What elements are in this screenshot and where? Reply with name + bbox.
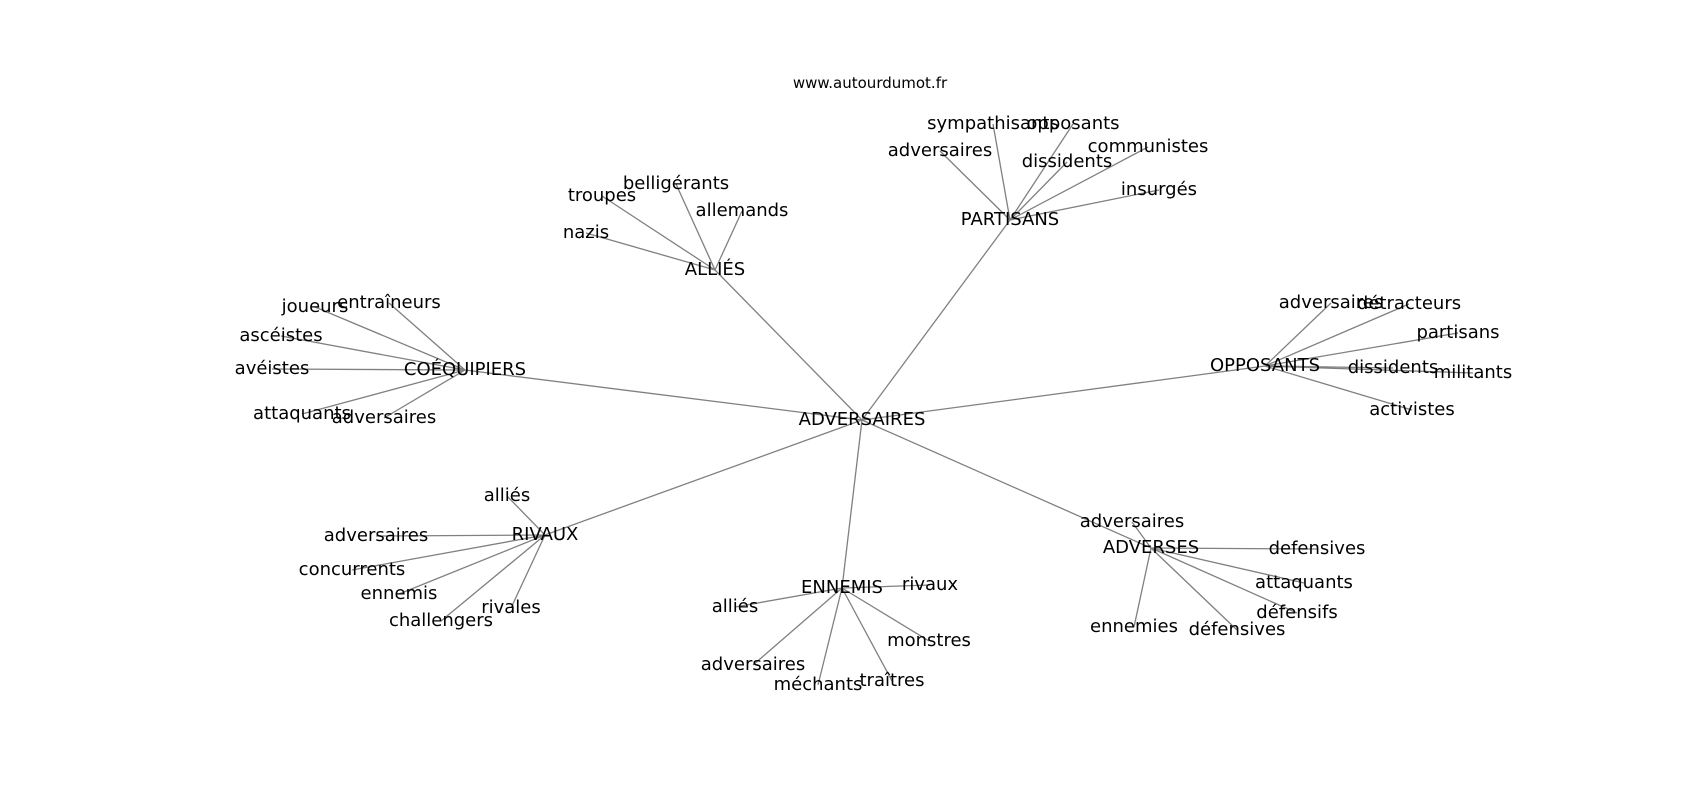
edge-ennemis-leaf — [817, 587, 843, 686]
edge-adverses-leaf — [1133, 547, 1152, 628]
edge-adverses-leaf — [1150, 547, 1298, 614]
edge-center-allies — [714, 269, 863, 421]
leaf-label: alliés — [484, 485, 531, 506]
edge-rivaux-leaf — [375, 534, 546, 537]
edge-coequipiers-leaf — [271, 368, 466, 371]
cluster-node-label-rivaux: RIVAUX — [512, 524, 579, 545]
edge-adverses-leaf — [1131, 521, 1152, 549]
cluster-node-label-partisans: PARTISANS — [961, 209, 1059, 230]
edge-partisans-leaf — [1009, 123, 1074, 221]
leaf-label: militants — [1434, 362, 1512, 383]
edge-adverses-leaf — [1150, 547, 1305, 584]
center-node-label: ADVERSAIRES — [799, 409, 926, 430]
cluster-node-label-allies: ALLIÉS — [685, 258, 745, 280]
edge-center-adverses — [861, 419, 1152, 549]
leaf-label: dissidents — [1022, 151, 1113, 172]
edge-rivaux-leaf — [506, 495, 546, 536]
cluster-node-label-adverses: ADVERSES — [1103, 537, 1199, 558]
edge-ennemis-leaf — [841, 587, 930, 642]
leaf-label: méchants — [774, 674, 863, 695]
edge-rivaux-leaf — [398, 534, 546, 595]
edge-center-partisans — [861, 219, 1011, 421]
leaf-label: nazis — [563, 222, 609, 243]
edge-partisans-leaf — [1009, 161, 1068, 221]
leaf-label: alliés — [712, 596, 759, 617]
labels-layer: www.autourdumot.fr ADVERSAIRES belligéra… — [235, 74, 1513, 695]
leaf-label: partisans — [1416, 322, 1499, 343]
leaf-label: ennemis — [361, 583, 438, 604]
cluster-node-label-coequipiers: COÉQUIPIERS — [404, 358, 526, 380]
leaf-label: rivaux — [902, 574, 958, 595]
edge-coequipiers-leaf — [280, 335, 466, 371]
edge-center-coequipiers — [464, 369, 863, 421]
leaf-label: attaquants — [253, 403, 351, 424]
edge-rivaux-leaf — [351, 534, 546, 571]
cluster-node-label-opposants: OPPOSANTS — [1210, 355, 1320, 376]
leaf-label: adversaires — [324, 525, 428, 546]
leaf-label: détracteurs — [1357, 293, 1461, 314]
edge-coequipiers-leaf — [301, 369, 466, 415]
leaf-label: adversaires — [332, 407, 436, 428]
edge-center-opposants — [861, 365, 1266, 421]
edge-coequipiers-leaf — [383, 369, 466, 419]
edge-partisans-leaf — [1009, 189, 1160, 221]
leaf-label: troupes — [568, 185, 636, 206]
edge-adverses-leaf — [1150, 547, 1238, 631]
leaf-label: défensives — [1189, 619, 1286, 640]
edge-ennemis-leaf — [841, 584, 931, 589]
edge-ennemis-leaf — [734, 587, 843, 608]
edge-center-rivaux — [544, 419, 863, 536]
leaf-label: allemands — [696, 200, 789, 221]
leaf-label: belligérants — [623, 173, 729, 194]
edge-ennemis-leaf — [752, 587, 843, 666]
leaf-label: challengers — [389, 610, 493, 631]
leaf-label: joueurs — [281, 296, 349, 317]
edge-rivaux-leaf — [510, 534, 546, 609]
edges-layer — [271, 123, 1474, 686]
edge-opposants-leaf — [1264, 365, 1474, 374]
leaf-label: dissidents — [1348, 357, 1439, 378]
edge-coequipiers-leaf — [388, 302, 466, 371]
leaf-label: sympathisants — [927, 113, 1059, 134]
edge-opposants-leaf — [1264, 365, 1413, 411]
leaf-label: insurgés — [1121, 179, 1197, 200]
leaf-label: concurrents — [299, 559, 406, 580]
leaf-label: traîtres — [859, 670, 924, 691]
leaf-label: adversaires — [701, 654, 805, 675]
leaf-label: adversaires — [1080, 511, 1184, 532]
edge-allies-leaf — [601, 195, 716, 271]
edge-opposants-leaf — [1264, 332, 1459, 367]
leaf-label: ascéistes — [239, 325, 322, 346]
edge-partisans-leaf — [939, 150, 1011, 221]
edge-opposants-leaf — [1264, 302, 1332, 367]
leaf-label: adversaires — [888, 140, 992, 161]
leaf-label: ennemies — [1090, 616, 1178, 637]
edge-ennemis-leaf — [841, 587, 893, 682]
edge-opposants-leaf — [1264, 303, 1410, 367]
watermark: www.autourdumot.fr — [793, 74, 948, 92]
leaf-label: opposants — [1026, 113, 1119, 134]
leaf-label: attaquants — [1255, 572, 1353, 593]
edge-coequipiers-leaf — [314, 306, 466, 371]
edge-adverses-leaf — [1150, 547, 1318, 550]
edge-partisans-leaf — [992, 123, 1011, 221]
cluster-node-label-ennemis: ENNEMIS — [801, 577, 883, 598]
edge-allies-leaf — [675, 183, 716, 271]
leaf-label: activistes — [1369, 399, 1455, 420]
leaf-label: monstres — [887, 630, 971, 651]
edge-partisans-leaf — [1009, 146, 1149, 221]
edge-center-ennemis — [841, 419, 863, 589]
leaf-label: defensives — [1269, 538, 1366, 559]
edge-rivaux-leaf — [440, 534, 546, 622]
leaf-label: rivales — [481, 597, 541, 618]
leaf-label: entraîneurs — [337, 292, 441, 313]
leaf-label: adversaires — [1279, 292, 1383, 313]
edge-allies-leaf — [585, 232, 716, 271]
leaf-label: communistes — [1088, 136, 1209, 157]
leaf-label: avéistes — [235, 358, 310, 379]
leaf-label: défensifs — [1256, 602, 1337, 623]
edge-allies-leaf — [714, 210, 743, 271]
